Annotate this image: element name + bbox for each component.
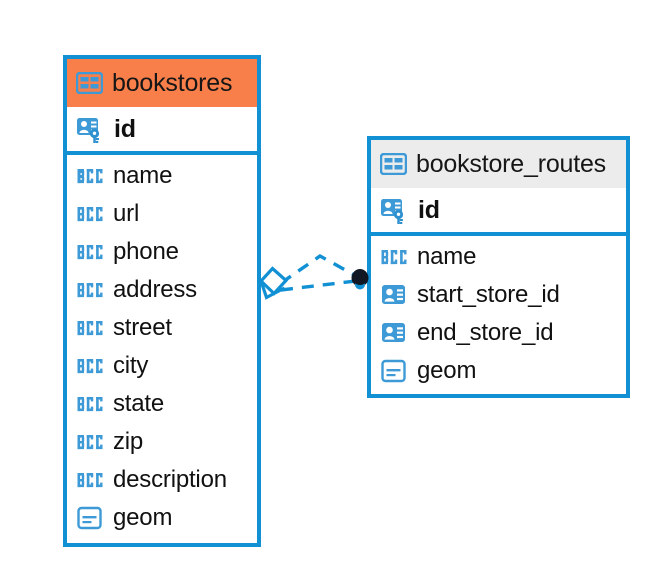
abc-text-icon (77, 473, 103, 488)
field-row-name[interactable]: name (67, 157, 257, 195)
field-label: name (113, 162, 173, 189)
abc-text-icon (77, 169, 103, 184)
field-row-url[interactable]: url (67, 195, 257, 233)
relationship-line-lower (280, 279, 357, 292)
field-label: zip (113, 428, 144, 455)
field-label: phone (113, 238, 179, 265)
relationship-line-upper (280, 254, 359, 285)
field-label: url (113, 200, 140, 227)
field-row-city[interactable]: city (67, 347, 257, 385)
entity-bookstore-routes[interactable]: bookstore_routes id (367, 136, 630, 398)
abc-text-icon (77, 359, 103, 374)
table-grid-icon (380, 153, 407, 175)
abc-text-icon (77, 397, 103, 412)
diamond-crowsfoot-marker (258, 266, 289, 300)
field-row-address[interactable]: address (67, 271, 257, 309)
filled-circle-marker (351, 269, 369, 290)
table-grid-icon (76, 72, 103, 94)
abc-text-icon (77, 435, 103, 450)
field-row-geom[interactable]: geom (371, 352, 626, 390)
field-label: geom (113, 504, 173, 531)
foreign-key-card-icon (382, 323, 405, 342)
entity-title: bookstore_routes (416, 149, 606, 178)
geometry-icon (77, 506, 102, 530)
field-label: id (418, 195, 440, 224)
abc-text-icon (381, 250, 407, 265)
entity-bookstores[interactable]: bookstores id (63, 55, 261, 547)
field-label: name (417, 243, 477, 270)
field-label: address (113, 276, 197, 303)
field-label: description (113, 466, 227, 493)
field-label: id (114, 114, 136, 143)
field-row-state[interactable]: state (67, 385, 257, 423)
field-label: city (113, 352, 149, 379)
field-label: street (113, 314, 172, 341)
abc-text-icon (77, 283, 103, 298)
entity-header-bookstores[interactable]: bookstores (67, 59, 257, 107)
foreign-key-card-icon (382, 285, 405, 304)
field-row-zip[interactable]: zip (67, 423, 257, 461)
field-row-description[interactable]: description (67, 461, 257, 499)
field-row-name[interactable]: name (371, 238, 626, 276)
abc-text-icon (77, 321, 103, 336)
field-row-start-store-id[interactable]: start_store_id (371, 276, 626, 314)
abc-text-icon (77, 245, 103, 260)
primary-key-card-icon (381, 198, 404, 224)
field-row-primary-key[interactable]: id (67, 107, 257, 155)
field-label: state (113, 390, 165, 417)
field-list-bookstores: name url (67, 155, 257, 537)
field-label: start_store_id (417, 281, 560, 308)
entity-title: bookstores (112, 68, 233, 97)
geometry-icon (381, 359, 406, 383)
field-row-street[interactable]: street (67, 309, 257, 347)
field-label: end_store_id (417, 319, 554, 346)
field-label: geom (417, 357, 477, 384)
entity-header-bookstore-routes[interactable]: bookstore_routes (371, 140, 626, 188)
field-row-primary-key[interactable]: id (371, 188, 626, 236)
field-row-end-store-id[interactable]: end_store_id (371, 314, 626, 352)
field-row-phone[interactable]: phone (67, 233, 257, 271)
primary-key-card-icon (77, 117, 100, 143)
field-row-geom[interactable]: geom (67, 499, 257, 537)
field-list-bookstore-routes: name start_store_id (371, 236, 626, 390)
abc-text-icon (77, 207, 103, 222)
